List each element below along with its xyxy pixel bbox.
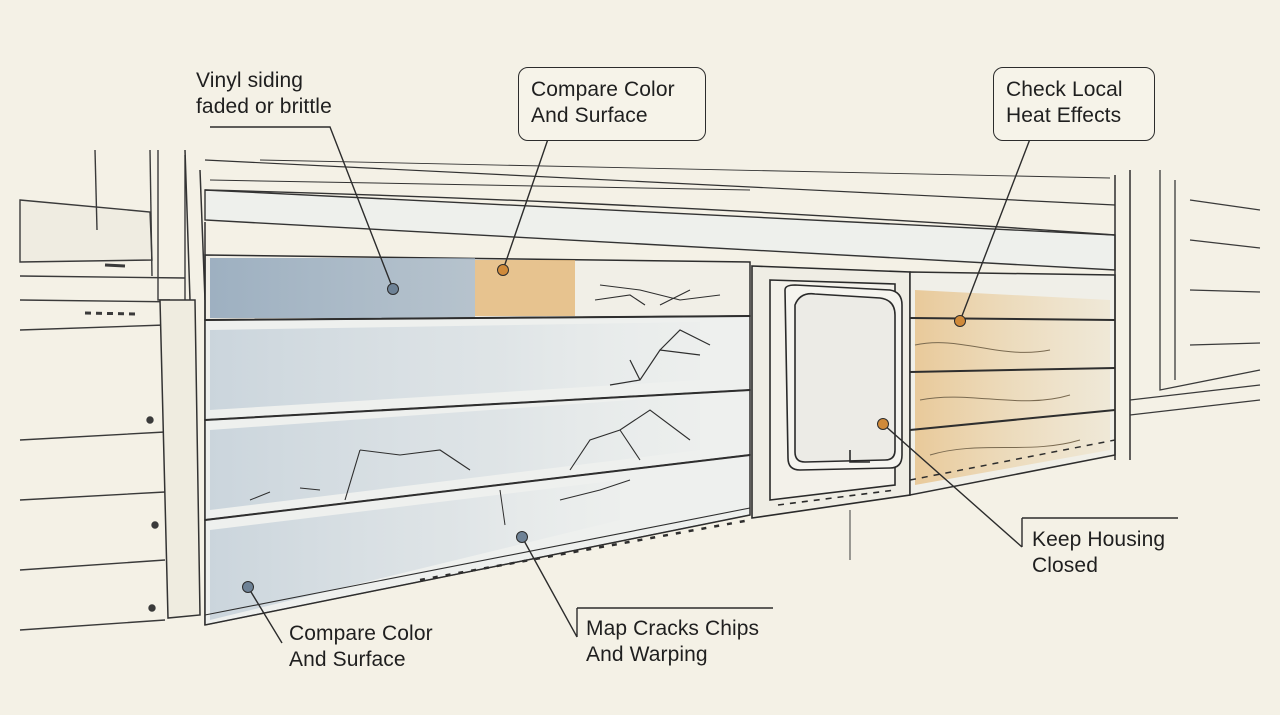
callout-compare-color-top: Compare Color And Surface — [531, 78, 675, 127]
upper-boards — [204, 159, 1116, 271]
callout-map-cracks: Map Cracks Chips And Warping — [586, 617, 760, 666]
callout-heat-effects: Check Local Heat Effects — [1006, 78, 1123, 127]
top-board — [204, 222, 751, 625]
middle-boards — [204, 315, 751, 626]
callout-keep-housing: Keep Housing Closed — [1032, 528, 1166, 577]
corner-post — [159, 149, 206, 619]
marker-dot-vinyl — [387, 283, 399, 295]
marker-dot-compare-bottom — [242, 581, 254, 593]
callout-box-heat-effects — [993, 67, 1155, 141]
vent-housing — [751, 265, 911, 560]
marker-dot-cracks — [516, 531, 528, 543]
callout-vinyl-siding: Vinyl siding faded or brittle — [196, 69, 332, 118]
leader-lines — [210, 126, 1178, 644]
right-window — [1129, 170, 1261, 416]
right-boards — [909, 170, 1131, 496]
marker-dots — [242, 264, 966, 593]
marker-dot-housing — [877, 418, 889, 430]
left-window — [19, 149, 186, 631]
marker-dot-heat — [954, 315, 966, 327]
marker-dot-compare-top — [497, 264, 509, 276]
callout-compare-color-bottom: Compare Color And Surface — [289, 622, 433, 671]
callout-box-compare-top — [518, 67, 706, 141]
